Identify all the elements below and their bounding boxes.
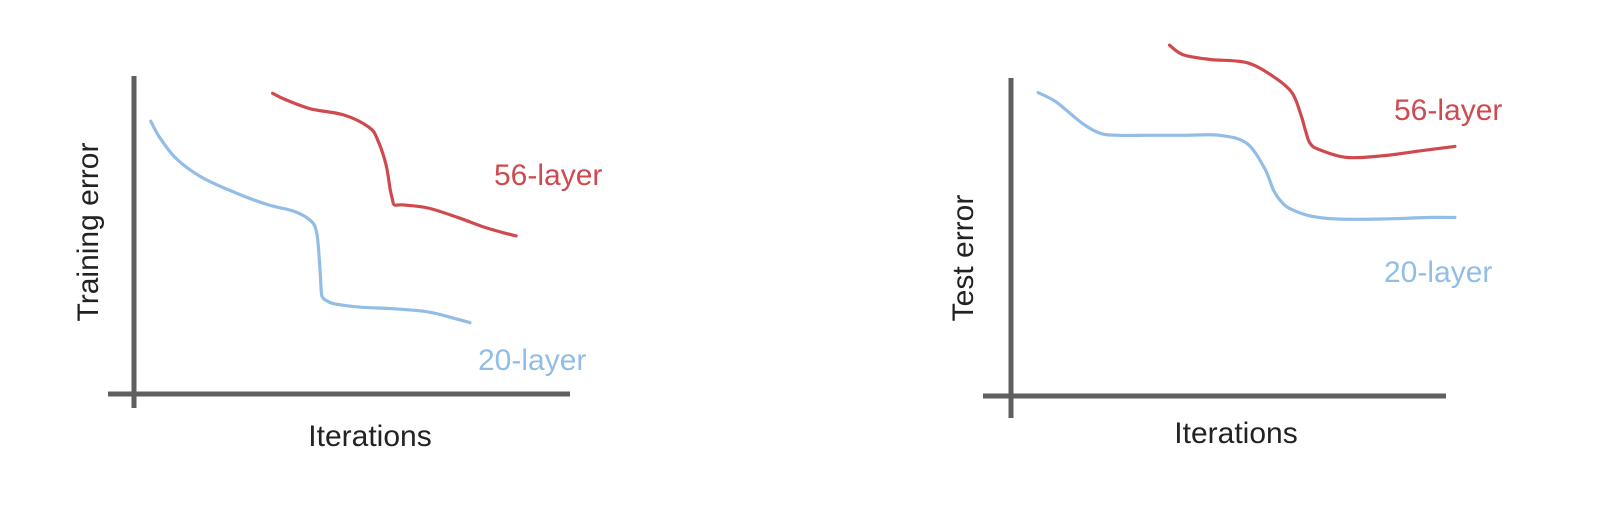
series-line-56-layer <box>1167 43 1457 160</box>
series-label-20-layer: 20-layer <box>1384 256 1492 289</box>
series-label-56-layer: 56-layer <box>494 159 602 192</box>
test-error-chart: Iterations Test error 56-layer 20-layer <box>947 43 1502 450</box>
y-axis-label: Training error <box>72 143 105 322</box>
series-line-56-layer <box>271 91 518 238</box>
x-axis-label: Iterations <box>308 420 431 453</box>
plot-area <box>1036 43 1457 221</box>
series-label-20-layer: 20-layer <box>478 344 586 377</box>
series-line-20-layer <box>1036 91 1457 221</box>
series-label-56-layer: 56-layer <box>1394 94 1502 127</box>
x-axis-label: Iterations <box>1174 417 1297 450</box>
series-line-20-layer <box>149 119 472 325</box>
plot-area <box>149 91 518 325</box>
training-error-chart: Iterations Training error 56-layer 20-la… <box>72 76 602 453</box>
y-axis-label: Test error <box>947 195 980 322</box>
